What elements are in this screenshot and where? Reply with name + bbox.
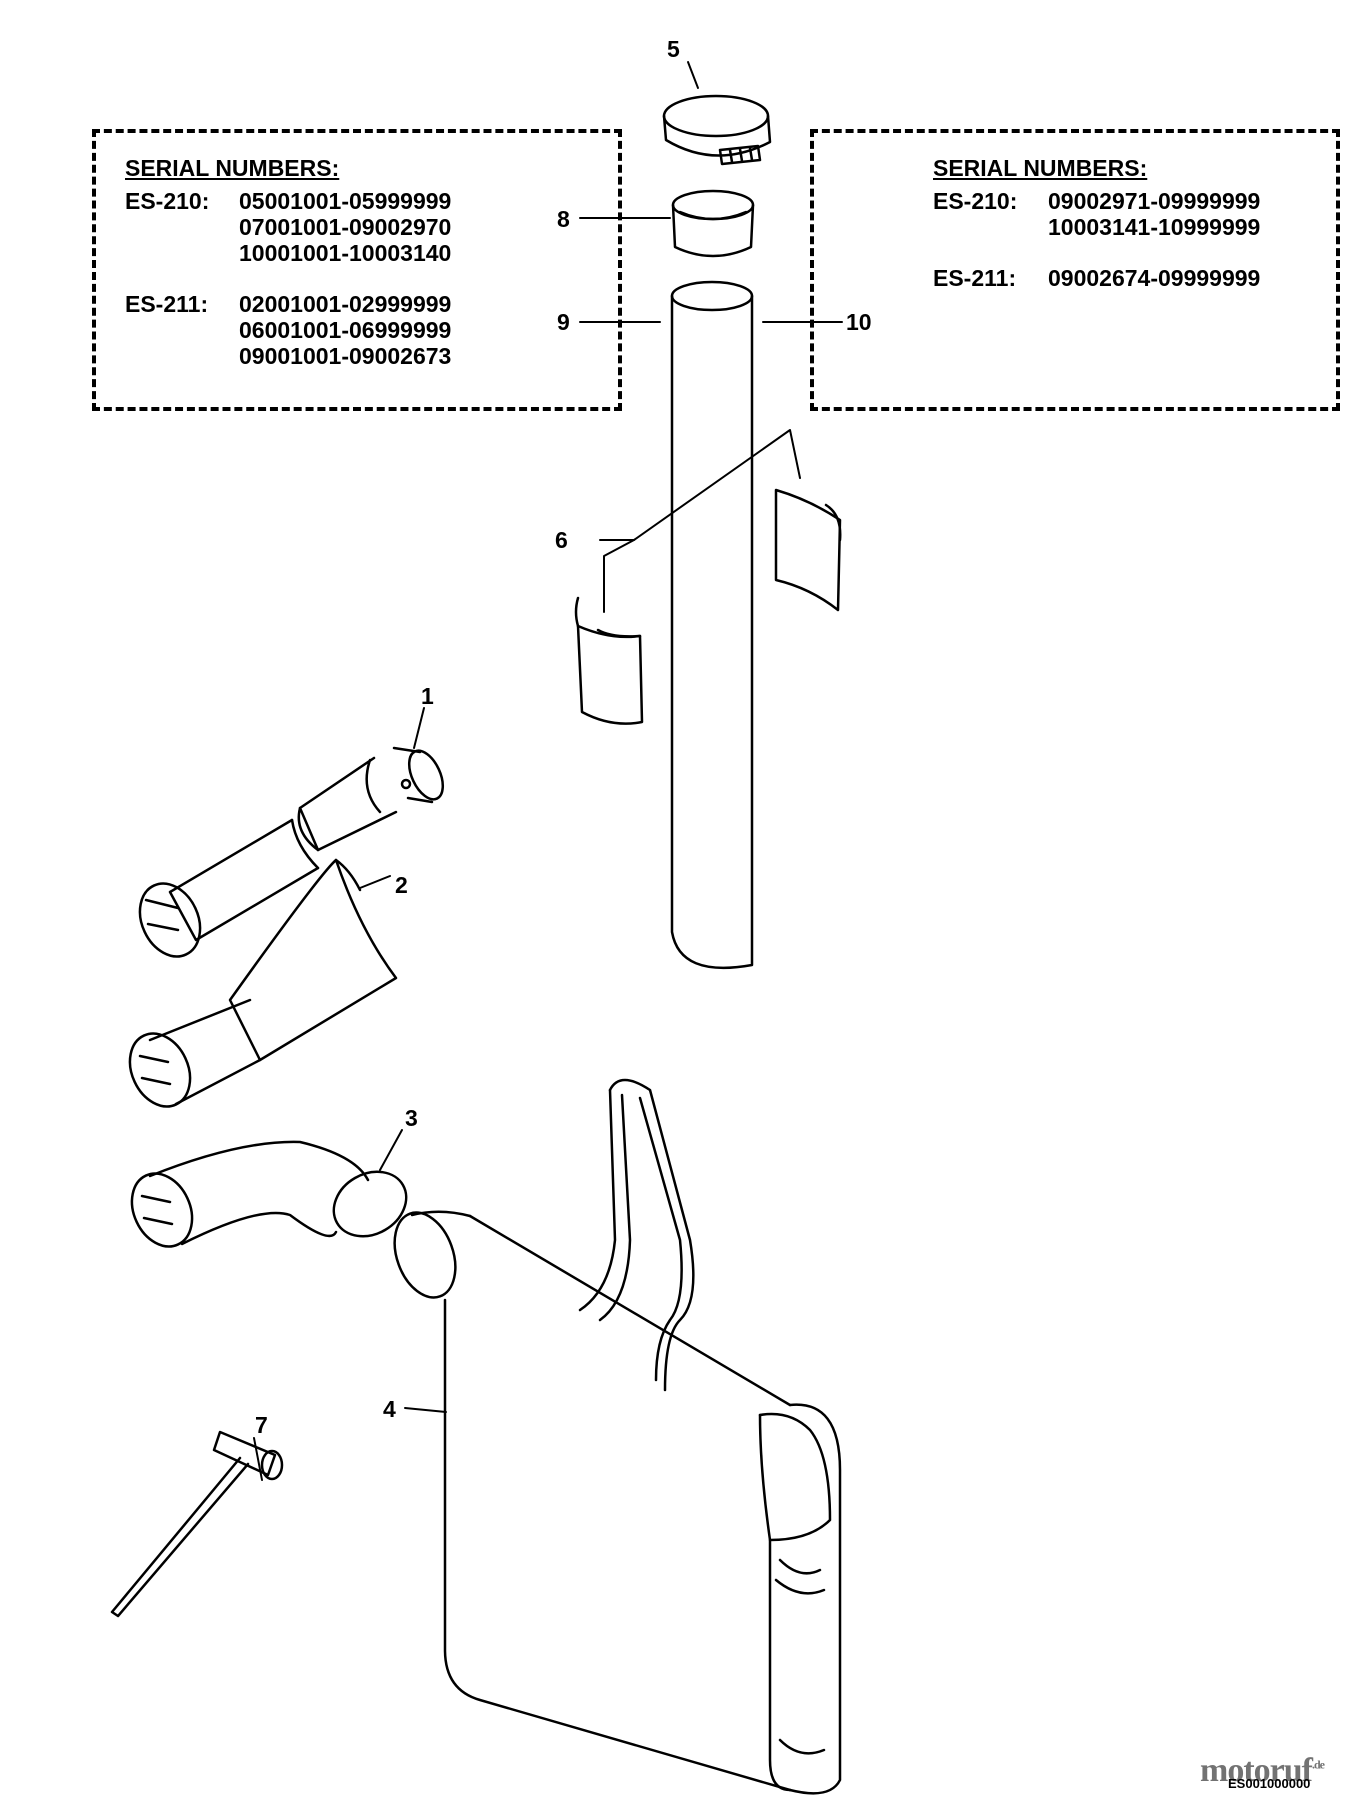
serial-range: 06001001-06999999 — [239, 317, 452, 343]
serial-range: 09001001-09002673 — [239, 343, 452, 369]
serial-range: 10001001-10003140 — [239, 240, 452, 266]
part-elbow-nozzle — [130, 1140, 408, 1248]
part-flat-nozzle — [128, 858, 398, 1108]
callout-4: 4 — [383, 1396, 396, 1422]
callout-3: 3 — [405, 1105, 418, 1131]
model-label: ES-211: — [933, 265, 1017, 291]
model-label: ES-210: — [933, 188, 1018, 214]
part-extension-tube — [138, 746, 445, 958]
model-label: ES-211: — [125, 291, 209, 317]
watermark-suffix: .de — [1311, 1757, 1325, 1772]
part-spark-plug-wrench — [110, 1430, 284, 1618]
serial-range: 09002674-09999999 — [1048, 265, 1261, 291]
serial-range: 10003141-10999999 — [1048, 214, 1261, 240]
box-title: SERIAL NUMBERS: — [125, 155, 340, 181]
watermark-text: motoruf — [1200, 1752, 1313, 1789]
callout-10: 10 — [846, 309, 872, 335]
watermark-logo: motoruf.de — [1200, 1752, 1325, 1790]
serial-numbers-box-left: SERIAL NUMBERS: ES-210: 05001001-0599999… — [92, 129, 622, 411]
serial-range: 09002971-09999999 — [1048, 188, 1261, 214]
part-vacuum-tube — [670, 280, 754, 970]
callout-6: 6 — [555, 527, 568, 553]
part-collection-bag — [393, 1078, 842, 1795]
serial-range: 02001001-02999999 — [239, 291, 452, 317]
box-title: SERIAL NUMBERS: — [933, 155, 1148, 181]
callout-2: 2 — [395, 872, 408, 898]
callout-7: 7 — [255, 1412, 268, 1438]
callout-5: 5 — [667, 36, 680, 62]
callout-1: 1 — [421, 683, 434, 709]
serial-range: 05001001-05999999 — [239, 188, 452, 214]
part-hose-clamp — [662, 94, 772, 166]
part-liner-right — [774, 488, 842, 612]
serial-numbers-box-right: SERIAL NUMBERS: ES-210: 09002971-0999999… — [810, 129, 1340, 411]
serial-range: 07001001-09002970 — [239, 214, 452, 240]
callout-8: 8 — [557, 206, 570, 232]
part-ring — [671, 189, 755, 258]
callout-9: 9 — [557, 309, 570, 335]
part-liner-left — [574, 596, 644, 725]
document-code: ES001000000 — [1228, 1776, 1311, 1791]
model-label: ES-210: — [125, 188, 210, 214]
